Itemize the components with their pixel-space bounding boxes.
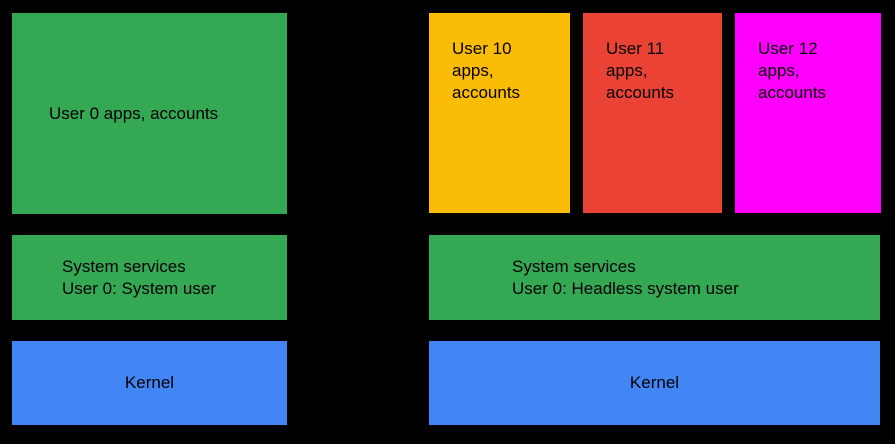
block-label: User 11 apps, accounts — [606, 39, 675, 102]
block-user-10: User 10 apps, accounts — [429, 13, 570, 213]
block-user0-apps: User 0 apps, accounts — [12, 13, 287, 214]
block-label: Kernel — [629, 373, 680, 392]
block-kernel-right: Kernel — [429, 341, 880, 425]
block-user-11: User 11 apps, accounts — [583, 13, 722, 213]
block-label: User 12 apps, accounts — [758, 39, 827, 102]
block-label: System services User 0: Headless system … — [512, 256, 739, 298]
block-kernel-left: Kernel — [12, 341, 287, 425]
block-system-services-left: System services User 0: System user — [12, 235, 287, 320]
block-label: User 10 apps, accounts — [452, 39, 521, 102]
block-label: User 0 apps, accounts — [49, 103, 219, 123]
block-label: Kernel — [124, 373, 175, 392]
block-label: System services User 0: System user — [62, 256, 216, 298]
block-user-12: User 12 apps, accounts — [735, 13, 881, 213]
block-system-services-right: System services User 0: Headless system … — [429, 235, 880, 320]
